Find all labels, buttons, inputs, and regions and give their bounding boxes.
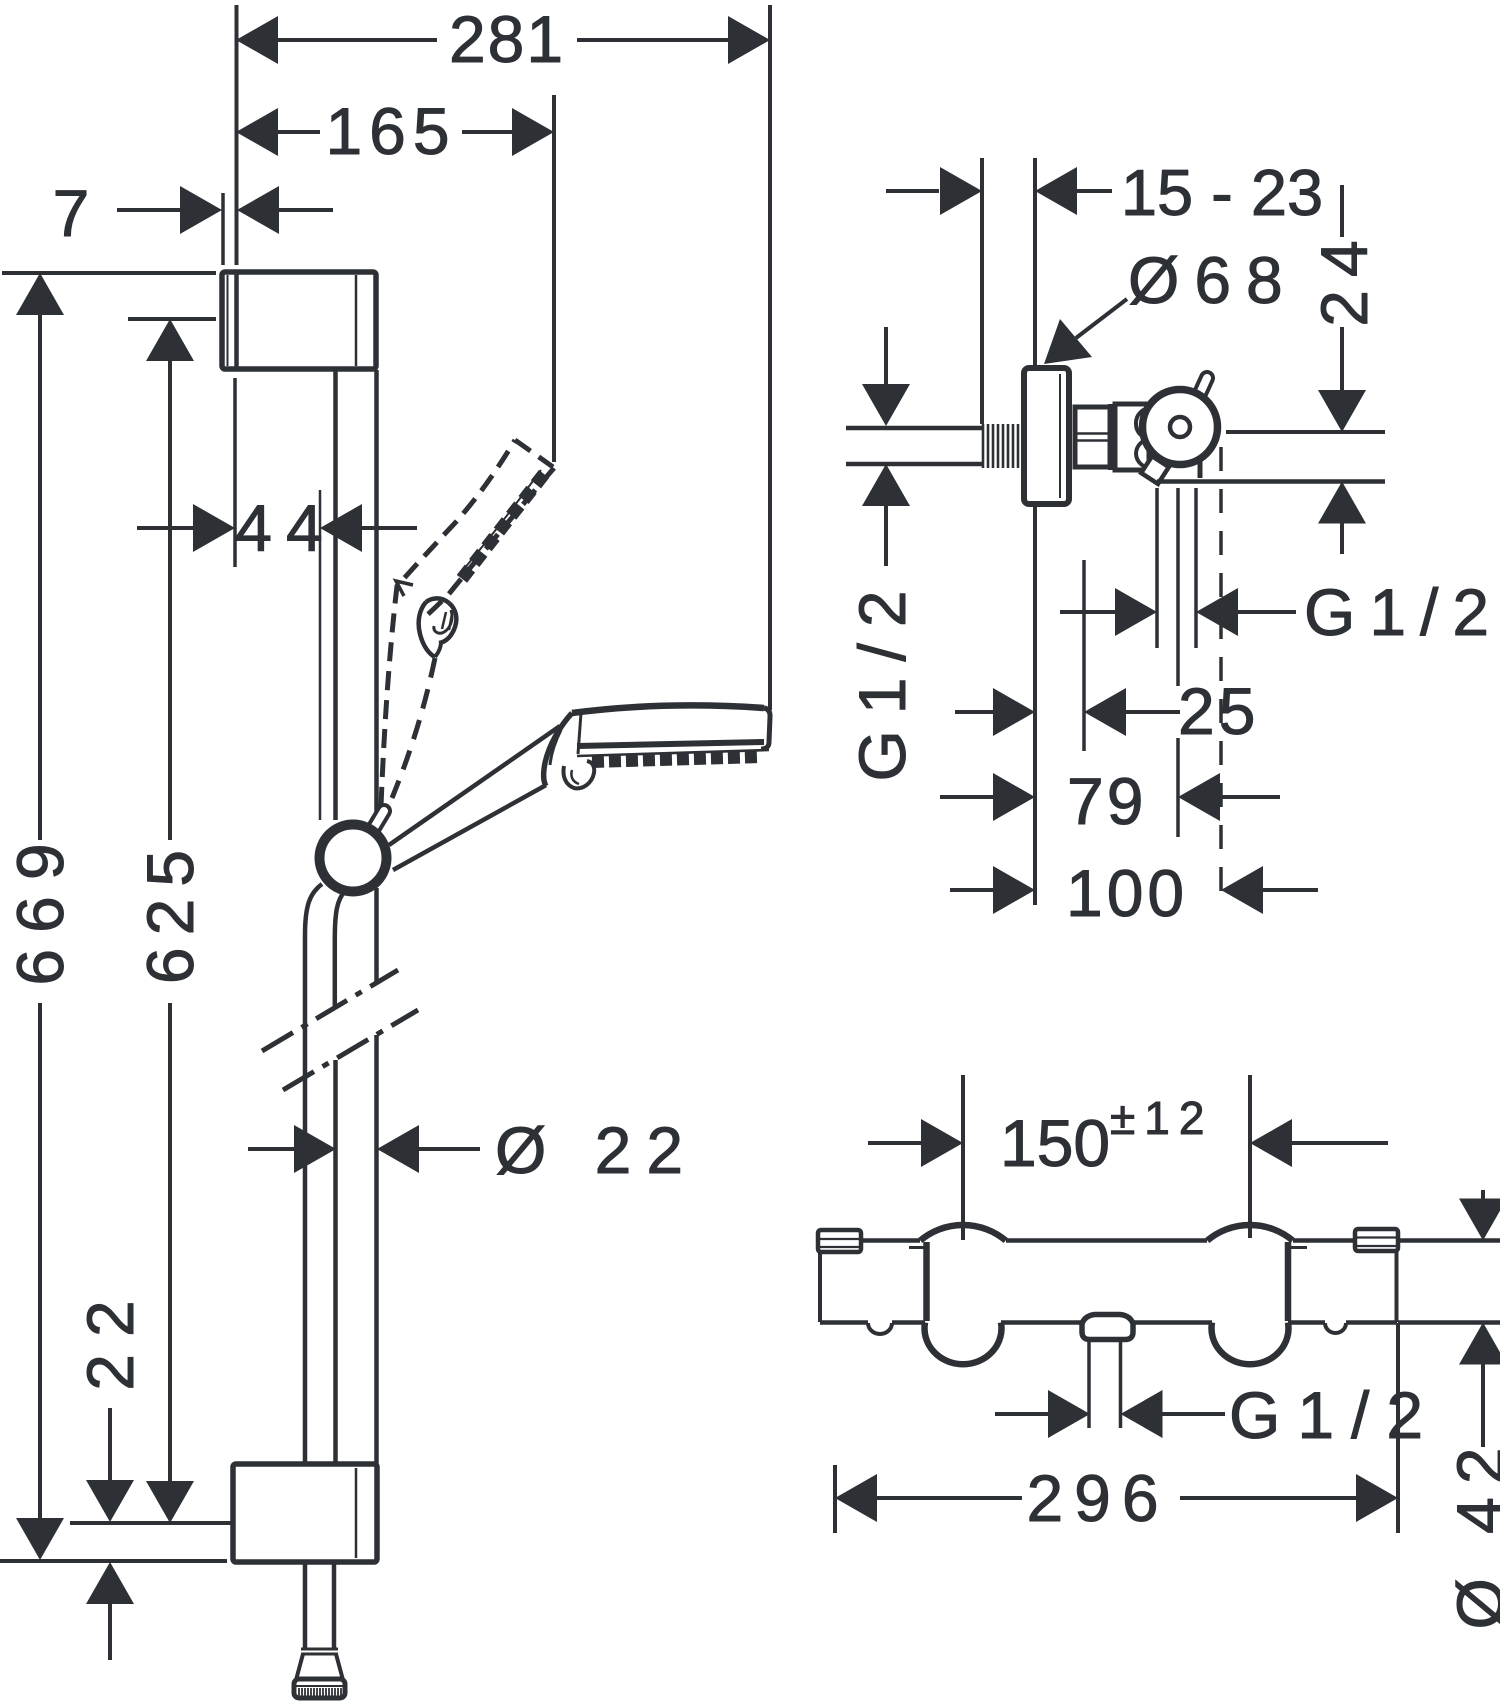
svg-text:281: 281 bbox=[449, 2, 565, 76]
svg-text:100: 100 bbox=[1066, 856, 1188, 930]
svg-text:Ø68: Ø68 bbox=[1128, 243, 1298, 317]
svg-text:79: 79 bbox=[1067, 764, 1146, 838]
svg-text:±12: ±12 bbox=[1110, 1092, 1213, 1144]
svg-text:24: 24 bbox=[1307, 227, 1381, 326]
svg-text:44: 44 bbox=[235, 491, 336, 565]
svg-text:150: 150 bbox=[1000, 1106, 1110, 1180]
svg-text:G1/2: G1/2 bbox=[1229, 1378, 1440, 1452]
svg-text:15 - 23: 15 - 23 bbox=[1121, 156, 1323, 229]
svg-text:G1/2: G1/2 bbox=[1304, 575, 1500, 649]
svg-text:22: 22 bbox=[73, 1283, 147, 1390]
svg-text:165: 165 bbox=[325, 94, 456, 168]
svg-text:Ø 42: Ø 42 bbox=[1443, 1434, 1500, 1629]
svg-text:625: 625 bbox=[133, 838, 207, 984]
svg-text:296: 296 bbox=[1026, 1461, 1169, 1535]
svg-text:669: 669 bbox=[3, 827, 77, 985]
svg-text:7: 7 bbox=[53, 176, 90, 250]
svg-text:25: 25 bbox=[1178, 674, 1259, 748]
svg-text:G1/2: G1/2 bbox=[845, 574, 919, 781]
svg-text:Ø 22: Ø 22 bbox=[495, 1113, 698, 1187]
